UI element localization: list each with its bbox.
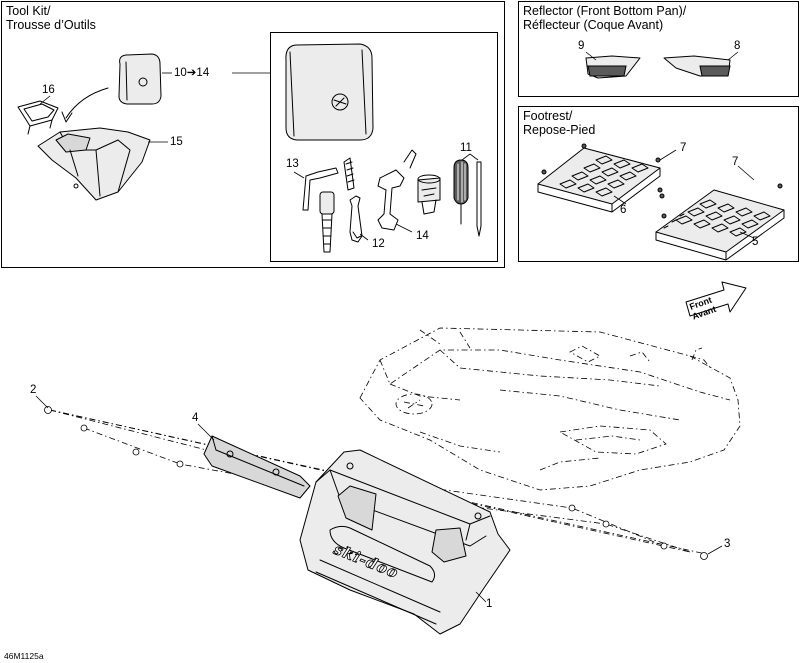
callout-4: 4 — [192, 412, 199, 424]
bag-housing — [37, 127, 151, 201]
footrest-right — [655, 183, 785, 261]
spark-plug-socket — [417, 174, 441, 215]
drawing-code: 46M1125a — [4, 651, 44, 661]
reflector-panel — [518, 1, 799, 97]
callout-13: 13 — [286, 158, 299, 170]
reflector-left — [585, 55, 641, 79]
screws — [44, 406, 708, 560]
callout-14: 14 — [416, 230, 429, 242]
front-pan-part-1 — [299, 449, 511, 635]
callout-15: 15 — [170, 136, 183, 148]
callout-6: 6 — [620, 204, 627, 216]
spanner — [377, 149, 417, 231]
screwdriver-handle — [453, 159, 469, 225]
callout-8: 8 — [734, 40, 741, 52]
open-end-wrench — [349, 195, 363, 243]
callout-5: 5 — [752, 236, 759, 248]
footrest-left — [537, 143, 663, 213]
bag-bracket — [17, 100, 59, 135]
screwdriver-bit — [476, 161, 482, 237]
install-arrow — [65, 87, 109, 119]
callout-10-14: 10➔14 — [174, 67, 210, 79]
front-direction-arrow — [685, 281, 747, 317]
tool-bag-large — [285, 43, 374, 141]
bracket-part-4 — [203, 435, 311, 499]
socket-extension — [319, 191, 335, 253]
reflector-right — [663, 55, 731, 77]
callout-16: 16 — [42, 84, 55, 96]
reflector-title: Reflector (Front Bottom Pan)/Réflecteur … — [523, 4, 687, 32]
bottom-pan-outline — [359, 327, 741, 491]
callout-3: 3 — [724, 538, 731, 550]
callout-9: 9 — [578, 40, 585, 52]
tool-bag-small — [118, 53, 162, 105]
footrest-title: Footrest/Repose-Pied — [523, 109, 596, 137]
callout-11: 11 — [460, 142, 472, 154]
leader-lines — [35, 51, 755, 603]
callout-12: 12 — [372, 238, 385, 250]
callout-7-left: 7 — [680, 142, 687, 154]
callout-7-right: 7 — [732, 156, 739, 168]
callout-1: 1 — [486, 598, 493, 610]
callout-2: 2 — [30, 384, 37, 396]
hex-key — [302, 157, 355, 211]
tool-kit-title: Tool Kit/Trousse d’Outils — [6, 4, 96, 32]
